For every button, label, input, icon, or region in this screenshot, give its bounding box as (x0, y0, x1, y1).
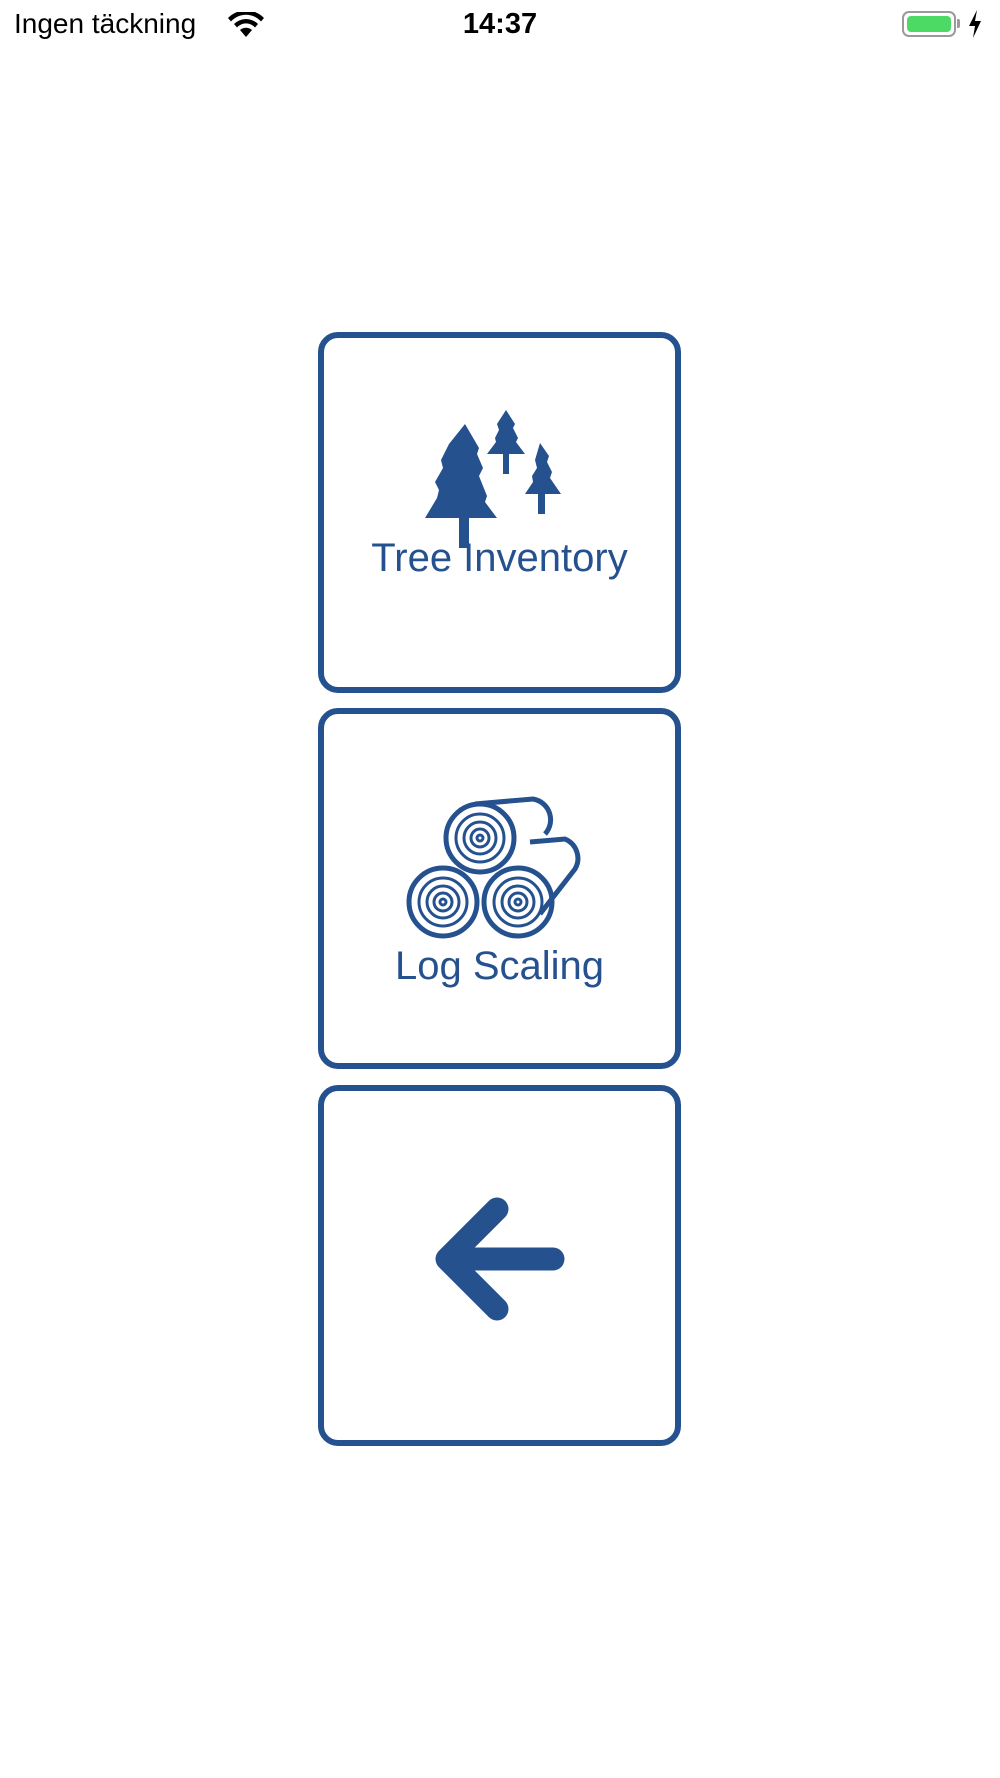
status-bar: Ingen täckning 14:37 (0, 0, 1000, 50)
battery-icon (902, 11, 956, 37)
carrier-label: Ingen täckning (14, 8, 197, 39)
battery-nub (957, 19, 960, 28)
clock: 14:37 (462, 8, 538, 40)
trees-icon (424, 410, 561, 548)
back-button[interactable] (318, 1085, 681, 1446)
arrow-left-icon (435, 1197, 564, 1321)
tile-label: Log Scaling (394, 944, 605, 988)
tile-label: Tree Inventory (371, 536, 628, 580)
log-scaling-button[interactable]: Log Scaling (318, 708, 681, 1069)
logs-icon (406, 796, 580, 939)
charging-bolt-icon (969, 10, 981, 38)
tree-inventory-button[interactable]: Tree Inventory (318, 332, 681, 693)
wifi-icon (228, 12, 264, 37)
